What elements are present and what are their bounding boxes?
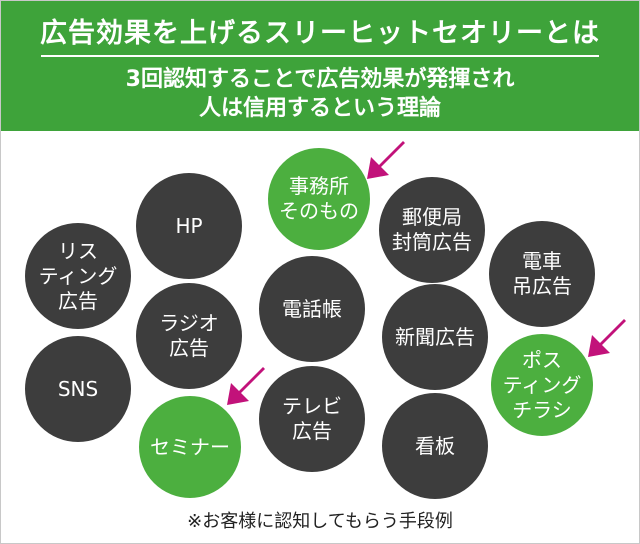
bubble-sns: SNS	[25, 336, 131, 442]
bubble-label: チラシ	[512, 397, 572, 422]
bubble-shinbun: 新聞広告	[382, 284, 488, 390]
bubble-label: 郵便局	[402, 205, 462, 229]
bubble-label: 新聞広告	[395, 324, 475, 349]
bubble-label: 広告	[169, 336, 209, 360]
bubble-label: ティング	[502, 372, 582, 397]
bubble-label: 事務所	[289, 174, 349, 198]
bubble-label: SNS	[57, 376, 99, 401]
bubble-label: 吊広告	[512, 274, 572, 298]
bubble-label: ラジオ	[159, 311, 219, 335]
subtitle: 3回認知することで広告効果が発揮され 人は信用するという理論	[1, 65, 639, 123]
footnote: ※お客様に認知してもらう手段例	[187, 511, 453, 532]
bubble-label: 広告	[292, 419, 332, 443]
bubble-kanban: 看板	[382, 393, 488, 499]
header-banner: 広告効果を上げるスリーヒットセオリーとは 3回認知することで広告効果が発揮され …	[1, 1, 639, 131]
bubble-label: 電話帳	[282, 296, 342, 321]
bubble-listing: リス ティング 広告	[25, 223, 131, 329]
bubble-label: 看板	[415, 433, 455, 458]
arrow-icon	[365, 137, 409, 181]
subtitle-line-2: 人は信用するという理論	[198, 96, 441, 121]
bubble-label: そのもの	[279, 199, 359, 223]
bubble-label: リス	[58, 238, 98, 263]
bubble-label: 封筒広告	[392, 230, 472, 254]
bubble-label: ティング	[38, 263, 118, 288]
bubble-radio: ラジオ 広告	[136, 283, 242, 389]
bubble-jimusho: 事務所 そのもの	[265, 145, 373, 253]
bubble-label: ポス	[522, 347, 562, 372]
bubble-densha: 電車 吊広告	[489, 221, 595, 327]
bubble-label: セミナー	[150, 434, 230, 459]
arrow-icon	[586, 315, 630, 359]
bubble-tv: テレビ 広告	[259, 366, 365, 472]
bubble-posting: ポス ティング チラシ	[488, 331, 596, 439]
arrow-icon	[225, 363, 269, 407]
bubble-seminar: セミナー	[136, 393, 244, 501]
bubble-hp: HP	[136, 173, 242, 279]
bubble-label: テレビ	[282, 394, 342, 418]
bubble-label: 広告	[58, 288, 98, 313]
bubble-denwacho: 電話帳	[259, 256, 365, 362]
bubble-label: 電車	[522, 249, 562, 273]
bubble-yubin: 郵便局 封筒広告	[379, 177, 485, 283]
subtitle-line-1: 3回認知することで広告効果が発揮され	[125, 67, 515, 92]
title-divider	[41, 55, 599, 57]
bubble-label: HP	[175, 213, 203, 238]
page-title: 広告効果を上げるスリーヒットセオリーとは	[40, 18, 600, 49]
